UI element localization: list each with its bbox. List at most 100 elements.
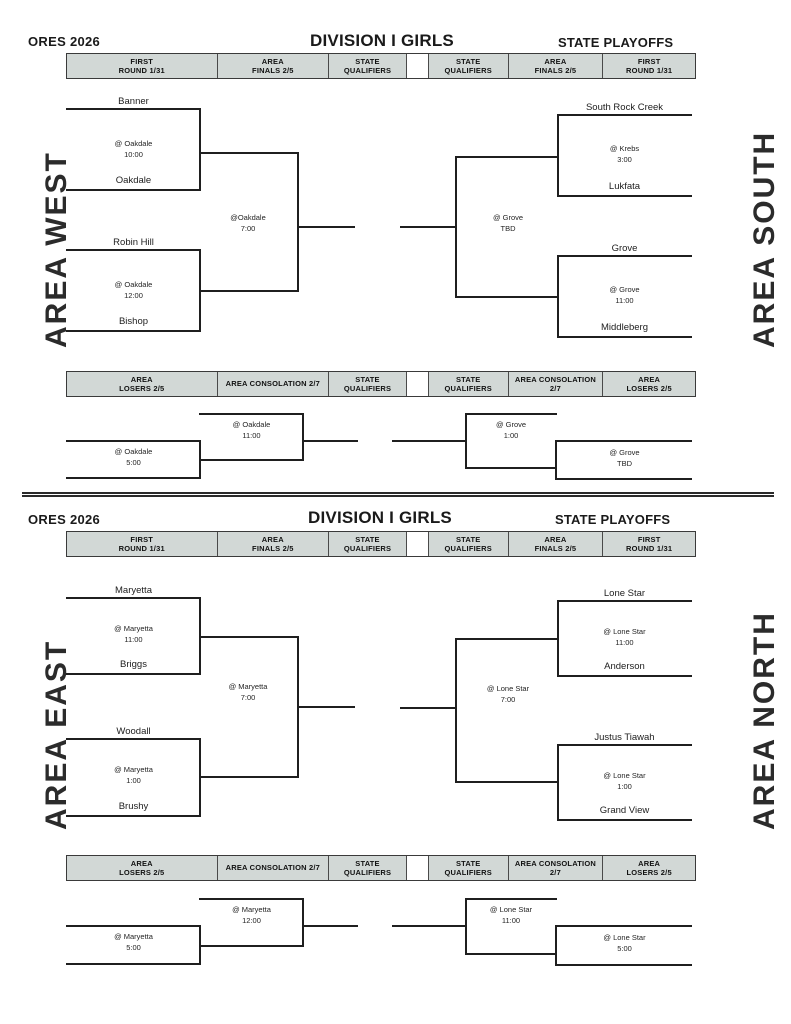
bracket-line — [199, 898, 304, 900]
bracket-line — [302, 925, 358, 927]
game-site: @ Maryetta — [114, 765, 153, 774]
header-line2: QUALIFIERS — [444, 868, 492, 877]
bracket-line — [555, 478, 692, 480]
game-time: 12:00 — [242, 916, 261, 926]
team-slot: Lukfata — [608, 181, 641, 192]
game-info: @ Maryetta 11:00 — [66, 623, 201, 646]
game-info: @ Lone Star 7:00 — [458, 683, 558, 706]
cons-header-cell-gap — [406, 372, 429, 396]
cons-header-cell-area-losers-left: AREA LOSERS 2/5 — [67, 372, 218, 396]
bracket-line — [66, 925, 201, 927]
header-line1: FIRST — [130, 534, 154, 544]
bracket-line — [557, 114, 692, 116]
bracket-line — [555, 925, 557, 966]
division-title-top: DIVISION I GIRLS — [310, 31, 454, 50]
game-time: 11:00 — [124, 635, 143, 645]
bracket-line — [557, 744, 692, 746]
game-site: @ Oakdale — [114, 139, 153, 148]
game-time: 7:00 — [500, 695, 516, 705]
game-time: 11:00 — [615, 638, 634, 648]
bracket-line — [66, 440, 201, 442]
header-line2: FINALS 2/5 — [252, 544, 294, 553]
header-line2: LOSERS 2/5 — [626, 384, 672, 393]
game-time: 3:00 — [617, 155, 632, 165]
header-line1: AREA — [130, 858, 153, 868]
header-line1: STATE — [455, 534, 481, 544]
header-cell-area-finals-right: AREA FINALS 2/5 — [508, 532, 604, 556]
game-site: @ Grove — [495, 420, 527, 429]
header-line2: QUALIFIERS — [444, 66, 492, 75]
bracket-line — [557, 675, 692, 677]
bracket-line — [455, 156, 559, 158]
header-line1: STATE — [355, 56, 380, 66]
section-divider — [22, 492, 774, 497]
header-line1: AREA — [638, 858, 661, 868]
bracket-line — [465, 898, 467, 955]
game-time: 5:00 — [126, 458, 141, 468]
header-line2: QUALIFIERS — [343, 384, 392, 393]
cons-header-cell-state-qualifiers-left: STATE QUALIFIERS — [329, 856, 407, 880]
header-cell-state-qualifiers-left: STATE QUALIFIERS — [329, 532, 407, 556]
game-site: @ Oakdale — [232, 420, 271, 429]
team-slot: Middleberg — [601, 322, 648, 333]
header-line1: FIRST — [130, 56, 154, 66]
bracket-line — [465, 413, 467, 469]
header-line2: FINALS 2/5 — [534, 66, 577, 75]
header-line2: FINALS 2/5 — [252, 66, 294, 75]
game-info: @ Maryetta 7:00 — [196, 681, 300, 704]
game-site: @ Maryetta — [114, 624, 153, 633]
header-line2: QUALIFIERS — [444, 384, 492, 393]
header-line2: LOSERS 2/5 — [119, 384, 165, 393]
header-cell-area-finals-right: AREA FINALS 2/5 — [508, 54, 604, 78]
header-line1: STATE — [355, 858, 380, 868]
bracket-line — [199, 108, 201, 191]
game-info: @ Oakdale 12:00 — [66, 279, 201, 302]
header-cell-area-finals-left: AREA FINALS 2/5 — [217, 532, 330, 556]
bracket-line — [392, 440, 467, 442]
game-site: @ Grove — [492, 213, 524, 222]
game-info: @ Grove 1:00 — [465, 419, 557, 442]
game-info: @ Maryetta 5:00 — [66, 931, 201, 954]
header-line1: AREA CONSOLATION 2/7 — [514, 858, 596, 877]
bracket-line — [555, 964, 692, 966]
round-header-bar-bottom: FIRST ROUND 1/31 AREA FINALS 2/5 STATE Q… — [66, 531, 696, 557]
bracket-line — [455, 296, 559, 298]
bracket-line — [557, 600, 692, 602]
game-info: @ Maryetta 12:00 — [199, 904, 304, 927]
bracket-line — [400, 226, 457, 228]
consolation-header-bar-bottom: AREA LOSERS 2/5 AREA CONSOLATION 2/7 STA… — [66, 855, 696, 881]
game-site: @Oakdale — [230, 213, 266, 222]
bracket-line — [297, 226, 355, 228]
game-info: @ Oakdale 10:00 — [66, 138, 201, 161]
header-line2: QUALIFIERS — [343, 66, 392, 75]
header-line1: AREA — [261, 534, 284, 544]
game-site: @ Lone Star — [486, 684, 530, 693]
header-cell-area-finals-left: AREA FINALS 2/5 — [217, 54, 330, 78]
team-slot: Anderson — [604, 661, 645, 672]
game-site: @ Lone Star — [603, 627, 646, 636]
game-time: 7:00 — [240, 693, 256, 703]
game-site: @ Grove — [609, 285, 640, 294]
bracket-line — [465, 898, 557, 900]
team-slot: Brushy — [118, 801, 149, 812]
header-line1: AREA CONSOLATION 2/7 — [225, 379, 321, 389]
team-slot: Grove — [611, 243, 638, 254]
header-line1: AREA — [638, 374, 661, 384]
bracket-line — [455, 781, 559, 783]
team-slot: Justus Tiawah — [594, 732, 655, 743]
cons-header-cell-area-losers-right: AREA LOSERS 2/5 — [603, 372, 695, 396]
bracket-section-top: ORES 2026 DIVISION I GIRLS STATE PLAYOFF… — [0, 0, 791, 495]
bracket-line — [199, 945, 304, 947]
game-time: 11:00 — [242, 431, 261, 441]
header-line1: AREA CONSOLATION 2/7 — [225, 863, 321, 873]
game-site: @ Oakdale — [114, 280, 153, 289]
bracket-line — [555, 925, 692, 927]
bracket-line — [455, 638, 559, 640]
bracket-line — [455, 638, 457, 783]
header-line2: ROUND 1/31 — [626, 544, 673, 553]
bracket-line — [66, 738, 201, 740]
bracket-line — [302, 413, 304, 461]
header-line2: ROUND 1/31 — [626, 66, 673, 75]
header-line1: FIRST — [637, 534, 661, 544]
bracket-line — [557, 819, 692, 821]
